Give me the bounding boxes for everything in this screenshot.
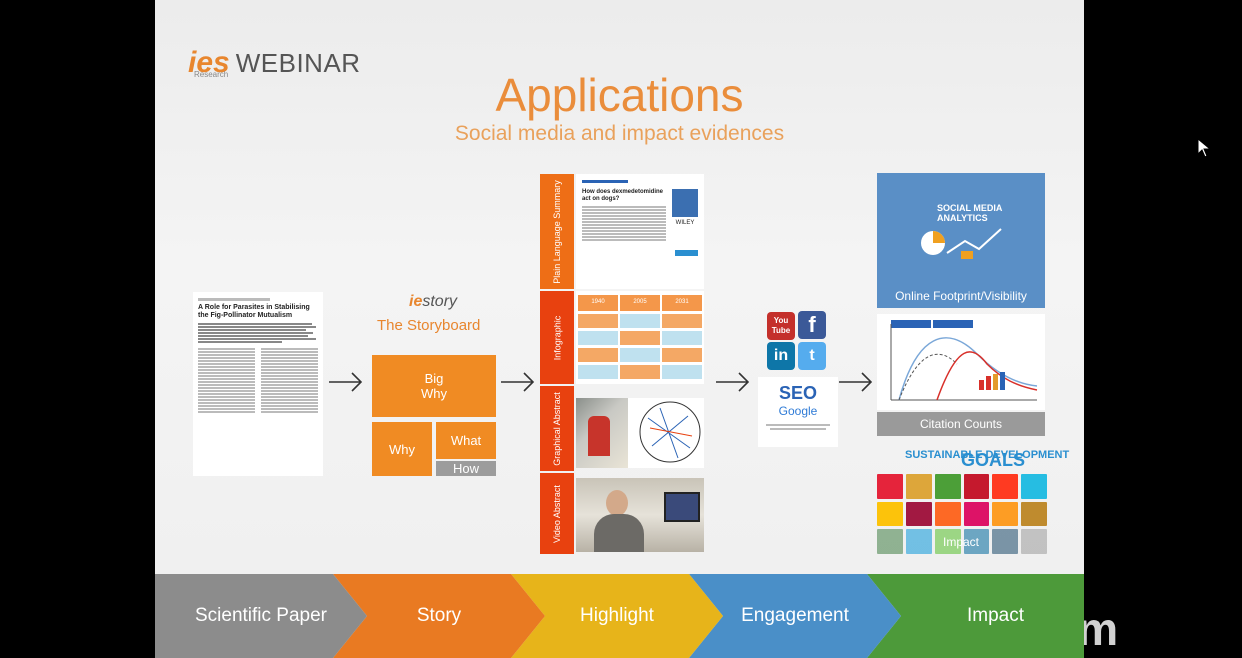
arrow-right-icon <box>501 372 535 392</box>
youtube-icon: You Tube <box>767 312 795 340</box>
webinar-label: WEBINAR <box>235 48 361 78</box>
mouse-cursor-icon <box>1197 138 1211 158</box>
iestory-logo: iestory <box>409 293 458 310</box>
plain-language-summary-preview: How does dexmedetomidine act on dogs? WI… <box>576 174 704 289</box>
storyboard-why: Why <box>372 422 432 476</box>
tab-infographic: Infographic <box>540 291 574 384</box>
google-label: Google <box>778 404 818 418</box>
flow-step-scientific-paper: Scientific Paper <box>155 574 367 658</box>
analytics-chart-icon <box>921 228 1002 259</box>
publisher-label: WILEY <box>675 220 695 226</box>
sdg-goal-tile <box>963 501 990 527</box>
summary-headline: How does dexmedetomidine act on dogs? <box>582 189 664 202</box>
sdg-goal-tile <box>934 529 961 554</box>
sdg-goal-tile <box>877 474 903 499</box>
ies-logo-sub: Research <box>194 70 229 79</box>
sdg-goal-tile <box>963 529 990 554</box>
sdg-goal-tile <box>963 474 990 499</box>
slide: ies Research WEBINAR Applications Social… <box>155 0 1084 658</box>
sdg-goal-tile <box>877 501 903 527</box>
infographic-preview: 1940 2005 2031 <box>576 291 704 384</box>
online-footprint-label: Online Footprint/Visibility <box>895 289 1027 303</box>
tab-plain-language-summary: Plain Language Summary <box>540 174 574 289</box>
flow-step-impact: Impact <box>867 574 1084 658</box>
linkedin-icon: in <box>767 342 795 370</box>
paper-title: A Role for Parasites in Stabilising the … <box>198 304 310 319</box>
storyboard-title: The Storyboard <box>377 317 481 334</box>
video-abstract-preview <box>576 478 704 552</box>
twitter-icon: t <box>798 342 826 370</box>
impact-overlay-label: Impact <box>942 535 979 549</box>
arrow-right-icon <box>716 372 750 392</box>
graphical-abstract-preview <box>576 398 704 468</box>
storyboard-what: What <box>436 422 496 459</box>
sdg-goal-tile <box>905 501 932 527</box>
sdg-goal-tile <box>1021 474 1047 499</box>
flow-step-story: Story <box>333 574 545 658</box>
citation-counts-label: Citation Counts <box>877 412 1045 436</box>
sdg-goal-tile <box>992 529 1019 554</box>
ies-logo-mark: ies <box>188 46 230 79</box>
slide-subtitle: Social media and impact evidences <box>454 122 785 145</box>
sdg-goal-tile <box>905 529 932 554</box>
sdg-goal-tile <box>992 501 1019 527</box>
arrow-right-icon <box>329 372 363 392</box>
sdg-goal-tile <box>992 474 1019 499</box>
arrow-right-icon <box>839 372 873 392</box>
sdg-goal-tile <box>934 474 961 499</box>
sdg-goal-tile <box>1021 529 1047 554</box>
tab-graphical-abstract: Graphical Abstract <box>540 386 574 471</box>
social-media-analytics-panel: SOCIAL MEDIA ANALYTICS Online Footprint/… <box>877 173 1045 308</box>
flow-step-engagement: Engagement <box>689 574 901 658</box>
magnifier-diagram-icon <box>639 401 701 463</box>
tab-video-abstract: Video Abstract <box>540 473 574 554</box>
storyboard-how: How <box>436 461 496 476</box>
sdg-goal-tile <box>877 529 903 554</box>
ies-logo: ies Research WEBINAR <box>188 38 361 80</box>
sdg-goal-grid <box>877 474 1047 554</box>
sdg-goal-tile <box>1021 501 1047 527</box>
seo-label: SEO <box>778 383 817 403</box>
seo-google-panel: SEO Google <box>758 377 838 447</box>
analytics-label: SOCIAL MEDIA ANALYTICS <box>937 203 1003 223</box>
flow-step-highlight: Highlight <box>511 574 723 658</box>
slide-title: Applications <box>495 69 744 121</box>
citation-chart-panel <box>877 314 1045 410</box>
citation-curves-icon <box>890 320 1038 401</box>
sdg-goal-tile <box>934 501 961 527</box>
paper-thumbnail: A Role for Parasites in Stabilising the … <box>193 292 323 476</box>
sdg-goals-logo: SUSTAINABLE DEVELOPMENT <box>905 449 1070 461</box>
sdg-goal-tile <box>905 474 932 499</box>
facebook-icon: f <box>798 311 826 339</box>
sdg-goals-word: GOALS <box>961 450 1026 470</box>
